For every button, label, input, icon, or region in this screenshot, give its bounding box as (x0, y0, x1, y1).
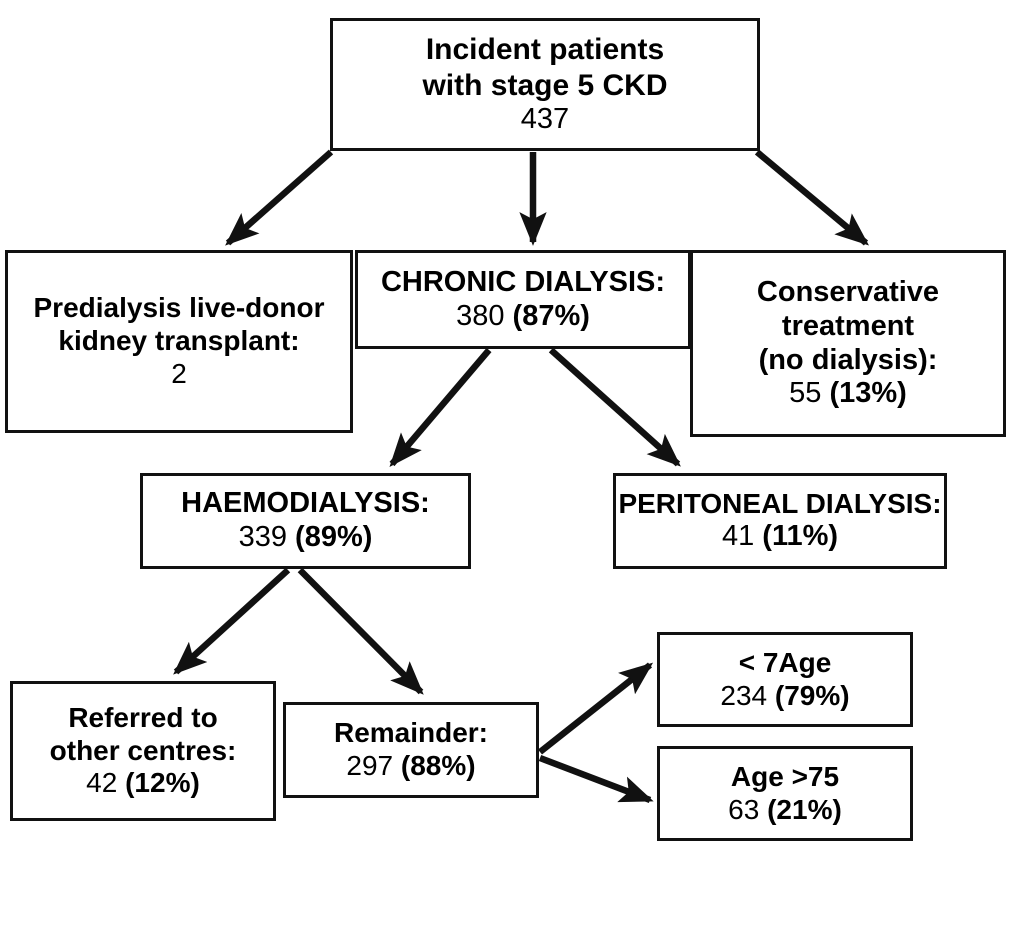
edge-haemo-to-referred (173, 567, 291, 675)
node-label-line: PERITONEAL DIALYSIS: (618, 487, 942, 519)
node-label-line: < 7Age (738, 646, 832, 678)
node-label-line: Conservative (756, 275, 940, 308)
node-count: 437 (520, 102, 570, 135)
node-label-line: (no dialysis): (758, 343, 938, 376)
node-value: 380 (87%) (456, 300, 590, 334)
node-value: 63 (21%) (728, 794, 842, 827)
node-count: 339 (238, 521, 287, 553)
edge-chronic-to-haemo (389, 347, 492, 467)
node-conservative-treatment[interactable]: Conservative treatment (no dialysis): 55… (690, 250, 1006, 437)
node-count: 2 (171, 357, 187, 389)
node-predialysis-transplant[interactable]: Predialysis live-donor kidney transplant… (5, 250, 353, 433)
node-count: 234 (720, 679, 768, 711)
node-value: 339 (89%) (239, 521, 373, 555)
node-haemodialysis[interactable]: HAEMODIALYSIS: 339 (89%) (140, 473, 471, 569)
node-percent: (21%) (767, 793, 842, 825)
node-label-line: with stage 5 CKD (422, 68, 668, 102)
node-percent: (13%) (829, 377, 907, 410)
node-count: 42 (86, 767, 118, 799)
node-label-line: Incident patients (425, 33, 665, 67)
node-count: 380 (456, 299, 505, 332)
node-percent: (79%) (774, 679, 850, 711)
node-remainder[interactable]: Remainder: 297 (88%) (283, 702, 539, 798)
node-value: 55 (13%) (789, 377, 907, 411)
node-value: 2 (171, 358, 187, 391)
node-label-line: HAEMODIALYSIS: (181, 487, 430, 520)
node-peritoneal-dialysis[interactable]: PERITONEAL DIALYSIS: 41 (11%) (613, 473, 947, 569)
node-referred-other-centres[interactable]: Referred to other centres: 42 (12%) (10, 681, 276, 821)
node-count: 41 (721, 520, 755, 553)
node-label-line: Age >75 (730, 760, 840, 792)
node-percent: (88%) (400, 750, 476, 781)
node-label-line: kidney transplant: (58, 325, 300, 357)
node-count: 63 (728, 793, 760, 825)
edge-root-to-conservative (754, 149, 869, 246)
node-value: 297 (88%) (346, 750, 475, 783)
node-age-under-75[interactable]: < 7Age 234 (79%) (657, 632, 913, 727)
node-age-over-75[interactable]: Age >75 63 (21%) (657, 746, 913, 841)
node-percent: (12%) (125, 767, 200, 799)
node-label-line: Predialysis live-donor (33, 292, 325, 324)
node-label-line: Referred to (68, 701, 218, 733)
node-label-line: CHRONIC DIALYSIS: (380, 265, 666, 298)
edge-chronic-to-peritoneal (548, 347, 681, 467)
node-percent: (11%) (762, 520, 839, 553)
edge-haemo-to-remainder (297, 567, 424, 695)
node-label-line: Remainder: (333, 717, 489, 749)
node-count: 297 (346, 750, 394, 781)
node-value: 437 (521, 103, 569, 137)
node-value: 234 (79%) (720, 680, 849, 713)
edge-root-to-transplant (225, 149, 334, 246)
node-value: 42 (12%) (86, 767, 200, 800)
node-count: 55 (789, 377, 822, 410)
node-percent: (87%) (512, 299, 590, 332)
node-label-line: treatment (781, 309, 915, 342)
node-chronic-dialysis[interactable]: CHRONIC DIALYSIS: 380 (87%) (355, 250, 691, 349)
node-value: 41 (11%) (722, 520, 838, 554)
edge-remainder-to-age-old (538, 754, 654, 804)
edge-remainder-to-age-young (537, 662, 654, 755)
node-label-line: other centres: (49, 734, 237, 766)
node-incident-patients[interactable]: Incident patients with stage 5 CKD 437 (330, 18, 760, 151)
node-percent: (89%) (295, 521, 373, 553)
